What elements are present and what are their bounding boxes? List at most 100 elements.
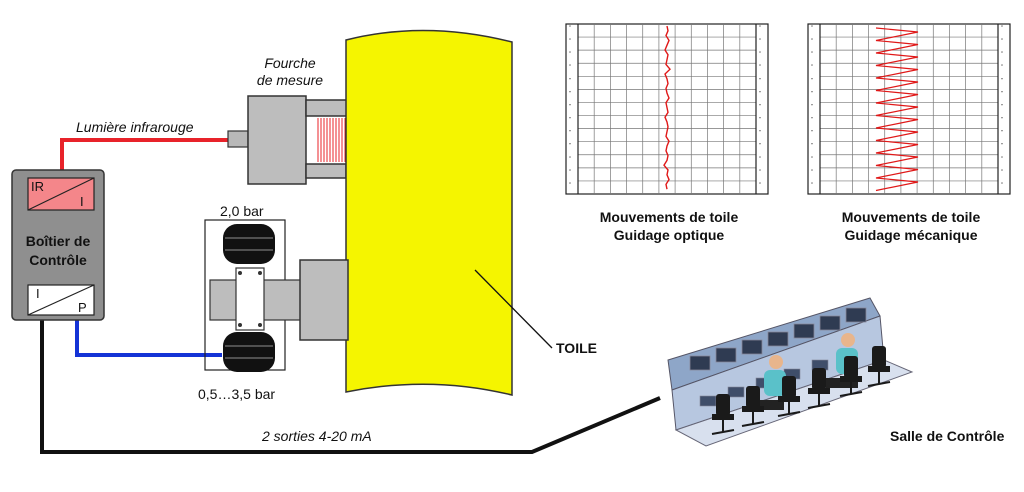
actuator-bottom-pressure: 0,5…3,5 bar <box>198 386 276 402</box>
control-room-illustration <box>667 297 914 447</box>
module-i-label: I <box>80 194 84 209</box>
chart-perforation: ” <box>1001 78 1003 84</box>
chart-perforation: ” <box>759 183 761 189</box>
chart-perforation: ” <box>569 52 571 58</box>
chart-perforation: ” <box>1001 118 1003 124</box>
chart-perforation: ” <box>811 118 813 124</box>
chair-seat <box>778 396 800 402</box>
chart-perforation: ” <box>759 131 761 137</box>
pneumatic-actuator <box>204 219 349 372</box>
chart-perforation: ” <box>569 104 571 110</box>
chart-perforation: ” <box>759 91 761 97</box>
chart1-caption-line1: Mouvements de toile <box>599 209 739 225</box>
chair-base <box>807 403 831 409</box>
ir-light-label: Lumière infrarouge <box>76 119 194 135</box>
chart2-caption-line2: Guidage mécanique <box>844 227 978 243</box>
chart-perforation: ” <box>811 39 813 45</box>
chart1-caption: Mouvements de toile Guidage optique <box>574 208 764 244</box>
chart-perforation: ” <box>569 170 571 176</box>
chart-perforation: ” <box>569 157 571 163</box>
controller-title-line2: Contrôle <box>29 252 87 268</box>
chair-seat <box>840 376 862 382</box>
module-ir-label: IR <box>31 179 44 194</box>
fork-label-line2: de mesure <box>256 72 324 88</box>
chart-perforation: ” <box>569 39 571 45</box>
chart-perforation: ” <box>1001 26 1003 32</box>
chart-perforation: ” <box>811 78 813 84</box>
chart1-caption-line2: Guidage optique <box>613 227 725 243</box>
chart-perforation: ” <box>1001 91 1003 97</box>
chart2-caption: Mouvements de toile Guidage mécanique <box>816 208 1006 244</box>
chart-perforation: ” <box>811 91 813 97</box>
pneumatic-line <box>75 318 222 357</box>
chair-base <box>711 429 735 435</box>
chart-perforation: ” <box>759 170 761 176</box>
chart-perforation: ” <box>811 144 813 150</box>
control-room-label: Salle de Contrôle <box>890 428 1005 444</box>
chart-perforation: ” <box>569 118 571 124</box>
chart-perforation: ” <box>1001 39 1003 45</box>
chart-perforation: ” <box>811 170 813 176</box>
chart-perforation: ” <box>759 157 761 163</box>
chart-perforation: ” <box>1001 104 1003 110</box>
chart-perforation: ” <box>1001 131 1003 137</box>
chart-perforation: ” <box>811 26 813 32</box>
fork-label: Fourche de mesure <box>238 55 342 89</box>
chair-base <box>777 411 801 417</box>
chair-seat <box>868 366 890 372</box>
chart-optical-guiding: ”””””””””””””””””””””””””” <box>565 23 769 195</box>
chart-perforation: ” <box>811 52 813 58</box>
chair-base <box>839 391 863 397</box>
chair-base <box>741 421 765 427</box>
chart-perforation: ” <box>759 144 761 150</box>
module2-p-label: P <box>78 300 87 315</box>
web-label: TOILE <box>556 340 597 356</box>
module2-i-label: I <box>36 286 40 301</box>
console-screen <box>689 355 711 371</box>
chart-perforation: ” <box>1001 65 1003 71</box>
fork-label-line1: Fourche <box>264 55 316 71</box>
chair-back <box>746 386 760 408</box>
ir-light-cable <box>60 138 230 176</box>
operator-left <box>752 355 786 410</box>
console-screen <box>845 307 867 323</box>
chart-perforation: ” <box>569 65 571 71</box>
optical-trace <box>663 25 671 190</box>
controller-title-line1: Boîtier de <box>25 233 91 249</box>
chair-back <box>782 376 796 398</box>
signal-output-cable <box>40 318 661 454</box>
chart-perforation: ” <box>759 52 761 58</box>
chart-perforation: ” <box>811 104 813 110</box>
chair-base <box>867 381 891 387</box>
chart-perforation: ” <box>569 78 571 84</box>
console-screen <box>793 323 815 339</box>
chart-perforation: ” <box>759 78 761 84</box>
mechanical-trace <box>875 27 919 192</box>
web-sheet <box>345 29 513 396</box>
chair-back <box>716 394 730 416</box>
chart-perforation: ” <box>569 131 571 137</box>
controller-title: Boîtier de Contrôle <box>14 232 102 270</box>
chair-seat <box>808 388 830 394</box>
chart-perforation: ” <box>1001 183 1003 189</box>
actuator-top-pressure: 2,0 bar <box>220 203 264 219</box>
chart-perforation: ” <box>759 65 761 71</box>
chart-perforation: ” <box>569 183 571 189</box>
chart-perforation: ” <box>759 26 761 32</box>
console-screen <box>767 331 789 347</box>
chart-perforation: ” <box>1001 52 1003 58</box>
chart-perforation: ” <box>1001 157 1003 163</box>
console-panel <box>727 386 745 398</box>
chart-perforation: ” <box>811 131 813 137</box>
chart-perforation: ” <box>811 65 813 71</box>
chart-perforation: ” <box>811 157 813 163</box>
optical-trace-line <box>663 25 671 190</box>
chart-perforation: ” <box>759 104 761 110</box>
chart-perforation: ” <box>569 26 571 32</box>
chart2-caption-line1: Mouvements de toile <box>841 209 981 225</box>
chart-perforation: ” <box>759 118 761 124</box>
console-screen <box>741 339 763 355</box>
chair-back <box>812 368 826 390</box>
chart-mechanical-guiding: ”””””””””””””””””””””””””” <box>807 23 1011 195</box>
chair-seat <box>742 406 764 412</box>
